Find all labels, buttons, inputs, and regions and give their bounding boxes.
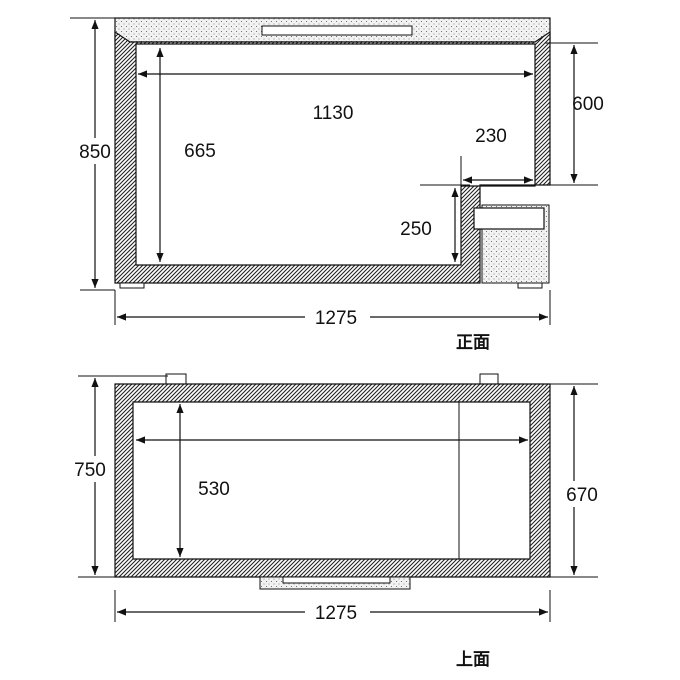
dim-label-right-depth: 600 (572, 94, 604, 115)
top-extension-lines (78, 375, 598, 622)
front-view-title: 正面 (456, 333, 490, 353)
top-hinge-right (479, 373, 499, 386)
front-extension-lines (70, 17, 598, 325)
dim-label-front-overall-width: 1275 (315, 308, 357, 329)
top-hinge-left (165, 373, 187, 386)
dim-label-inner-height: 665 (184, 141, 216, 162)
top-view-title: 上面 (456, 650, 490, 670)
dim-label-inner-width: 1130 (313, 103, 354, 124)
top-view: 750 530 670 1275 上面 (72, 373, 602, 670)
dim-label-top-overall-width: 1275 (315, 603, 357, 624)
compressor-vent (473, 207, 545, 230)
dim-label-step-height: 250 (400, 219, 432, 240)
dim-label-step-width: 230 (475, 126, 507, 147)
top-front-handle-grip (282, 576, 391, 584)
dim-label-overall-height: 850 (79, 142, 111, 163)
dim-label-top-inner-depth: 530 (198, 479, 230, 500)
front-view: 850 665 1130 600 230 250 1275 正面 (70, 17, 604, 353)
front-foot-left (119, 282, 145, 289)
front-lid-handle (261, 25, 413, 36)
front-foot-right (517, 282, 543, 289)
dim-label-top-body-depth: 670 (566, 485, 598, 506)
dim-label-top-overall-depth: 750 (74, 460, 106, 481)
